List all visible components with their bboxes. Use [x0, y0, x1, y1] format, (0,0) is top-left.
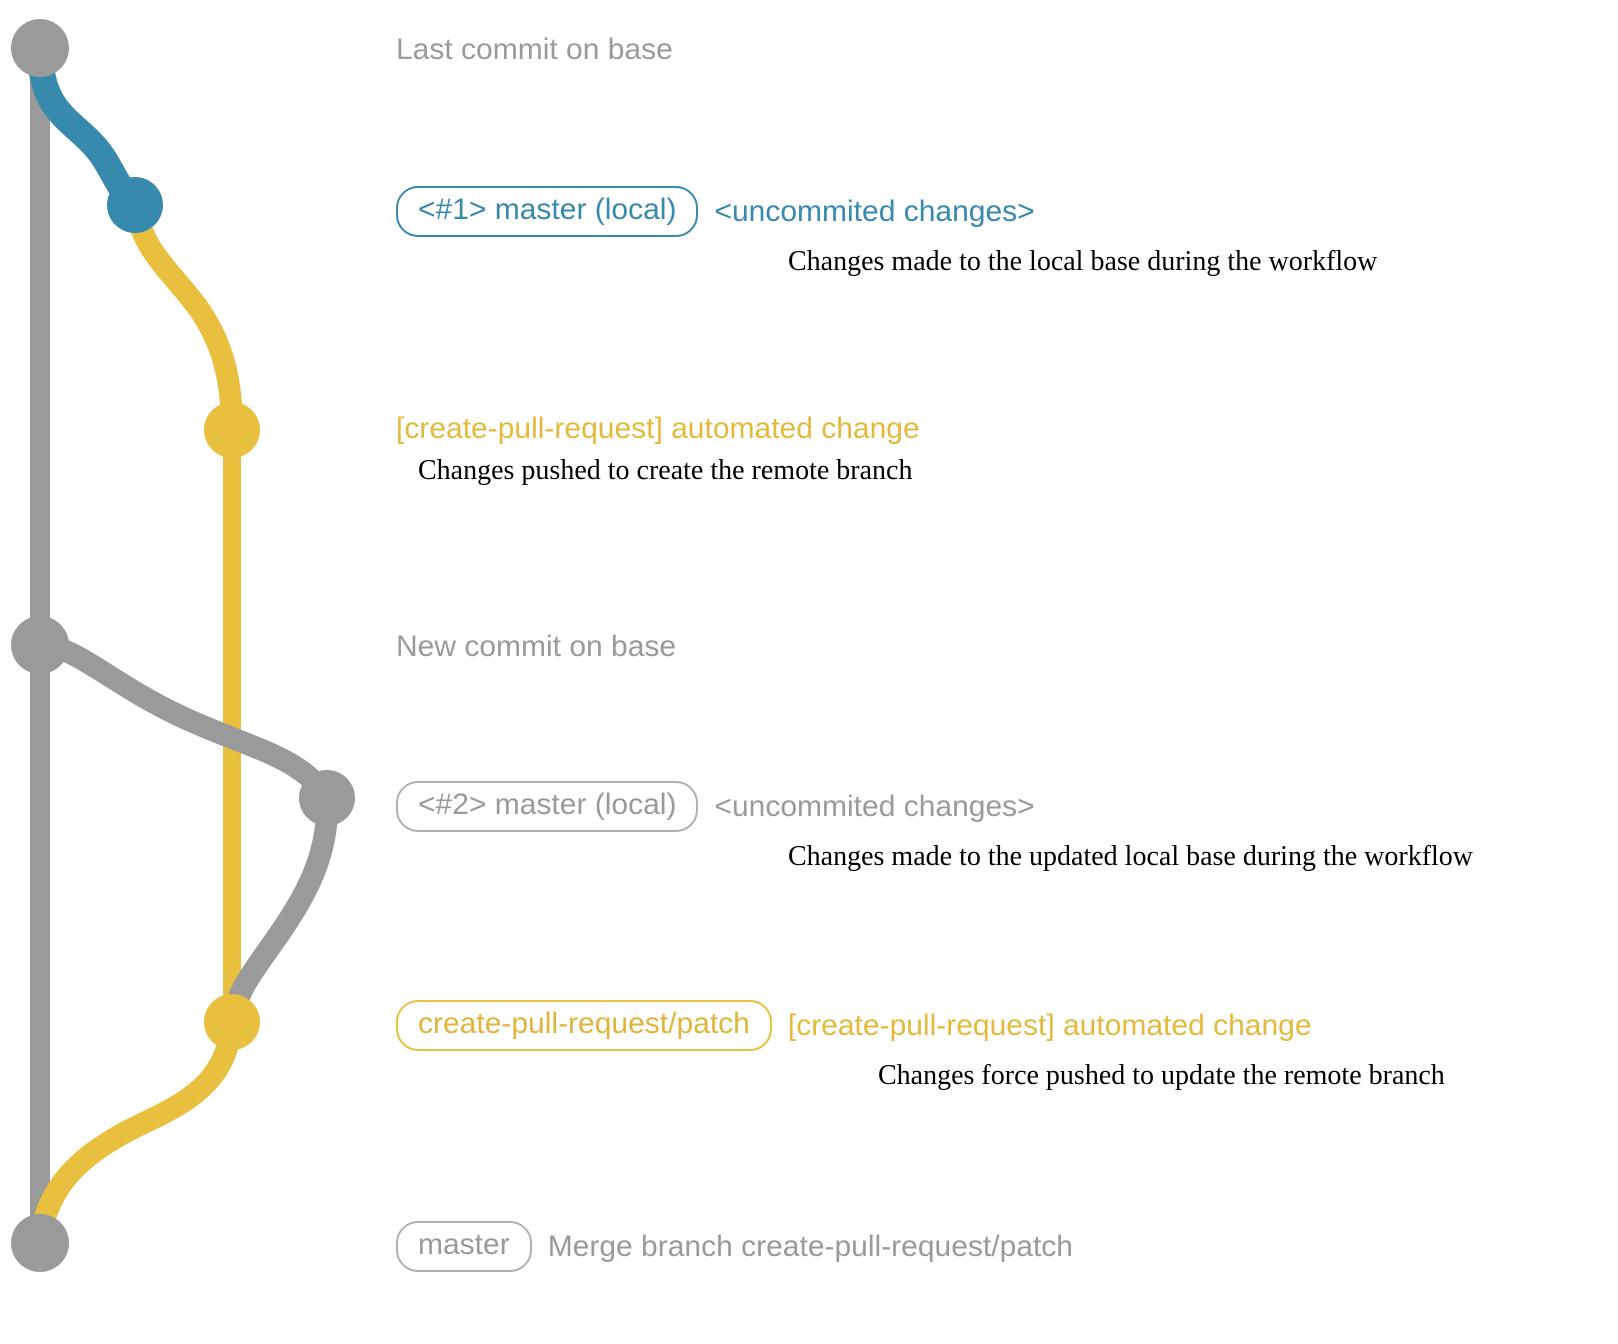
- commit-node-patch-commit-1[interactable]: [204, 402, 260, 458]
- commit-subject-uncommited-changes-1: <uncommited changes>: [714, 194, 1035, 228]
- commit-subject-merge-commit: Merge branch create-pull-request/patch: [547, 1229, 1073, 1263]
- commit-node-patch-commit-2[interactable]: [204, 994, 260, 1050]
- row-merge-commit: master Merge branch create-pull-request/…: [396, 1221, 1073, 1272]
- commit-subject-automated-change-2: [create-pull-request] automated change: [787, 1008, 1312, 1042]
- branch-badge-master-local-1[interactable]: <#1> master (local): [396, 186, 699, 237]
- commit-node-local-commit-1[interactable]: [107, 177, 163, 233]
- row-description-automated-change-2: Changes force pushed to update the remot…: [878, 1059, 1445, 1091]
- branch-badge-create-pull-request-patch[interactable]: create-pull-request/patch: [396, 1000, 772, 1051]
- edge-base2-to-local2: [29, 634, 338, 809]
- edge-local2-to-patch2: [221, 787, 339, 1033]
- row-description-automated-change-1: Changes pushed to create the remote bran…: [418, 454, 913, 486]
- row-master-local-1: <#1> master (local) <uncommited changes>…: [396, 186, 1377, 278]
- commit-node-merge-commit[interactable]: [11, 1214, 69, 1272]
- commit-subject-new-commit-on-base: New commit on base: [396, 630, 677, 663]
- commit-graph: [11, 19, 355, 1272]
- row-description-master-local-2: Changes made to the updated local base d…: [788, 840, 1474, 872]
- edge-patch2-to-merge: [29, 1011, 243, 1254]
- row-last-commit-on-base: Last commit on base: [396, 33, 673, 67]
- commit-node-base-head[interactable]: [11, 19, 69, 77]
- commit-subject-uncommited-changes-2: <uncommited changes>: [714, 789, 1035, 823]
- row-master-local-2: <#2> master (local) <uncommited changes>…: [396, 781, 1473, 873]
- commit-subject-last-commit-on-base: Last commit on base: [396, 33, 673, 66]
- commit-node-base-commit-2[interactable]: [11, 616, 69, 674]
- branch-badge-master[interactable]: master: [396, 1221, 532, 1272]
- row-automated-change-1: [create-pull-request] automated change C…: [396, 412, 920, 487]
- row-description-master-local-1: Changes made to the local base during th…: [788, 245, 1378, 277]
- commit-node-local-commit-2[interactable]: [299, 770, 355, 826]
- commit-subject-automated-change-1: [create-pull-request] automated change: [396, 412, 920, 445]
- row-automated-change-2: create-pull-request/patch [create-pull-r…: [396, 1000, 1445, 1092]
- edge-local1-to-patch1: [124, 194, 243, 441]
- branch-badge-master-local-2[interactable]: <#2> master (local): [396, 781, 699, 832]
- row-new-commit-on-base: New commit on base: [396, 630, 676, 664]
